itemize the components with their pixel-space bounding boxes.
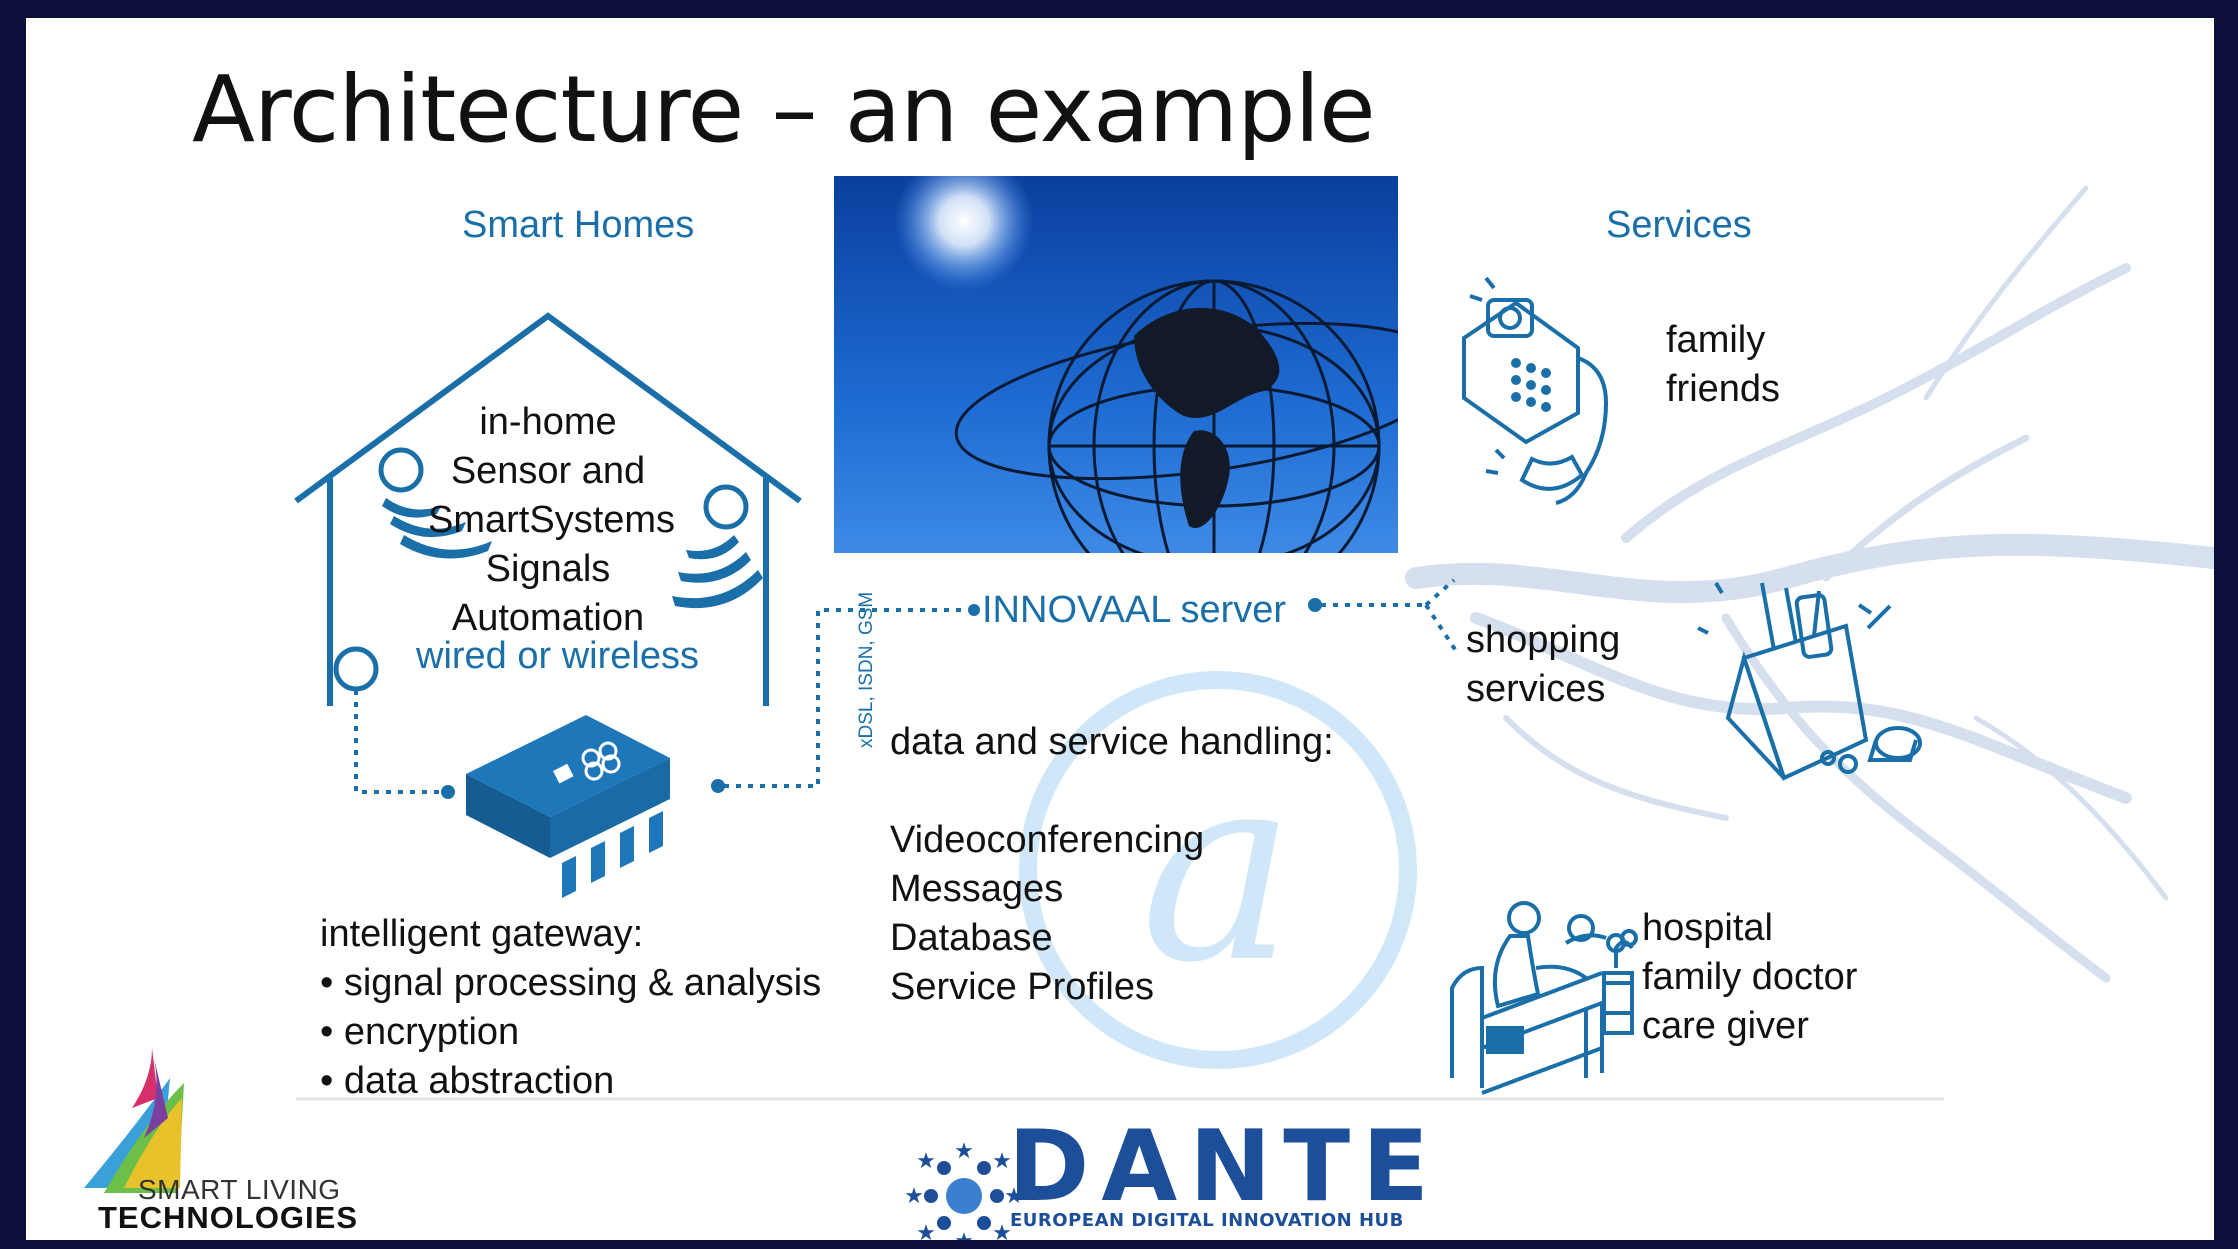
connection-lines (354, 578, 1460, 794)
handling-item: Service Profiles (890, 966, 1154, 1008)
smart-living-logo-line2: TECHNOLOGIES (98, 1200, 359, 1235)
handling-title: data and service handling: (890, 721, 1334, 763)
service-line: family (1666, 319, 1766, 361)
dante-logo-title: DANTE (1008, 1110, 1442, 1224)
svg-text:★: ★ (1004, 1184, 1024, 1209)
service-line: hospital (1642, 907, 1773, 949)
house-line: SmartSystems (428, 499, 676, 541)
handling-item: Videoconferencing (890, 819, 1205, 861)
service-line: friends (1666, 368, 1781, 410)
handling-list: Videoconferencing Messages Database Serv… (890, 816, 1204, 1012)
signal-waves (382, 498, 763, 609)
svg-text:★: ★ (954, 1139, 974, 1164)
handling-item: Messages (890, 868, 1064, 910)
server-label: INNOVAAL server (982, 589, 1287, 631)
gateway-feature: • encryption (320, 1011, 520, 1053)
link-types-label: xDSL, ISDN, GSM (856, 591, 877, 748)
service-group-care: hospital family doctor care giver (1642, 904, 1857, 1051)
svg-text:★: ★ (992, 1221, 1012, 1240)
slide-frame: Architecture – an example (26, 18, 2214, 1240)
service-group-shopping: shopping services (1466, 616, 1620, 714)
smart-living-logo-icon (84, 1048, 184, 1193)
house-icon (294, 312, 802, 706)
handling-item: Database (890, 917, 1053, 959)
svg-text:★: ★ (916, 1149, 936, 1174)
svg-text:★: ★ (916, 1221, 936, 1240)
smart-homes-heading: Smart Homes (462, 204, 695, 246)
at-sign-icon: a (1019, 671, 1417, 1069)
telephone-icon (1462, 276, 1609, 505)
service-line: shopping (1466, 619, 1621, 661)
svg-text:★: ★ (954, 1229, 974, 1240)
house-text: in-home Sensor and SmartSystems Signals … (428, 398, 676, 643)
service-line: care giver (1642, 1005, 1809, 1047)
house-line: Sensor and (450, 450, 646, 492)
background-veins (1405, 185, 2214, 983)
services-heading: Services (1606, 204, 1752, 246)
service-line: family doctor (1642, 956, 1858, 998)
architecture-diagram: a (84, 276, 1944, 1240)
globe-photo (834, 176, 1398, 553)
hospital-bed-icon (1450, 901, 1638, 1095)
gateway-feature: • data abstraction (320, 1060, 615, 1102)
dante-emblem-icon: ★ ★ ★ ★ ★ ★ ★ ★ (904, 1139, 1024, 1240)
shopping-bag-icon (1697, 581, 1922, 781)
service-line: services (1466, 668, 1606, 710)
house-line: Automation (451, 597, 645, 639)
house-line: Signals (485, 548, 611, 590)
svg-text:★: ★ (992, 1149, 1012, 1174)
gateway-feature: • signal processing & analysis (320, 962, 822, 1004)
svg-text:★: ★ (904, 1184, 924, 1209)
house-line: in-home (479, 401, 617, 443)
gateway-text: intelligent gateway: • signal processing… (320, 910, 821, 1106)
signal-wave-icon (333, 447, 749, 692)
connection-type-label: wired or wireless (416, 635, 699, 677)
svg-text:a: a (1140, 718, 1295, 1020)
slide-title: Architecture – an example (192, 56, 1376, 163)
gateway-title: intelligent gateway: (320, 913, 644, 955)
smart-living-logo-line1: SMART LIVING (138, 1174, 341, 1205)
service-group-family: family friends (1666, 316, 1780, 414)
dante-logo-subtitle: EUROPEAN DIGITAL INNOVATION HUB (1010, 1210, 1404, 1231)
gateway-chip-icon (466, 691, 670, 898)
